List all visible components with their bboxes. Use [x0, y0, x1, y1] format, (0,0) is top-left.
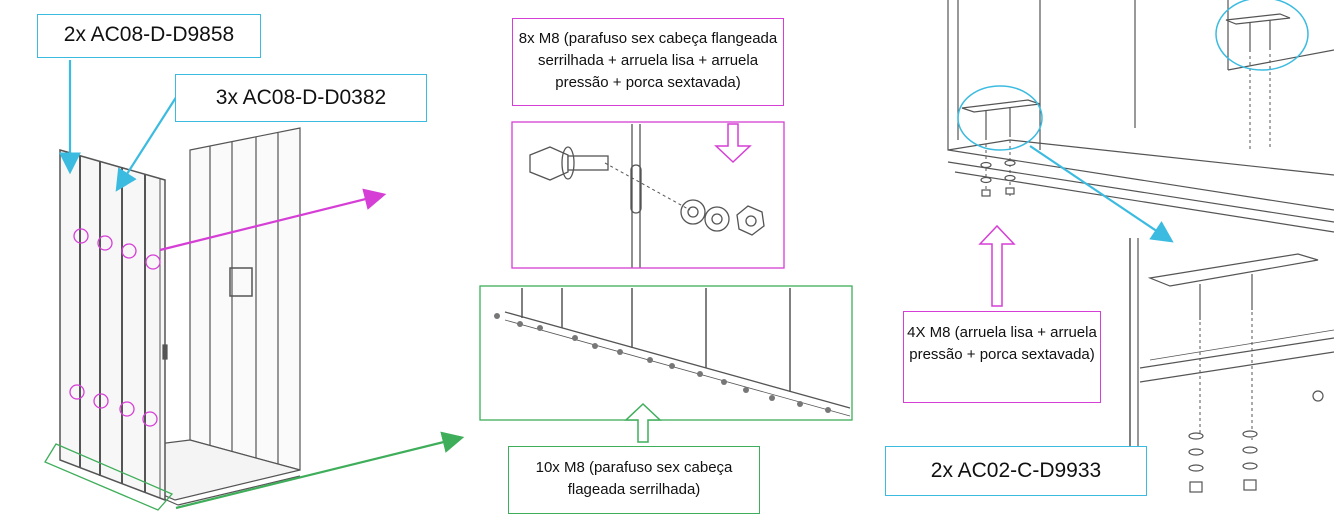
label-bracket: 2x AC02-C-D9933 [885, 446, 1147, 496]
bracket-highlight-right [1215, 0, 1309, 71]
label-bolts-bottom: 10x M8 (parafuso sex cabeça flageada ser… [508, 446, 760, 514]
base-highlight [44, 443, 174, 511]
label-nuts-right: 4X M8 (arruela lisa + arruela pressão + … [903, 311, 1101, 403]
bolt-detail-frame [511, 121, 785, 269]
down-arrow-magenta [714, 123, 752, 164]
label-arrows-left [59, 60, 465, 510]
base-bracket-drawing [947, 0, 1334, 233]
label-panel-d0382: 3x AC08-D-D0382 [175, 74, 427, 122]
bracket-highlight-left [957, 85, 1043, 151]
label-panel-d9858: 2x AC08-D-D9858 [37, 14, 261, 58]
bracket-zoom-drawing [1129, 238, 1334, 493]
cabinet-drawing [59, 127, 301, 506]
bottom-bolts-drawing [494, 288, 851, 417]
bolt-detail-drawing [529, 124, 765, 268]
up-arrow-magenta [978, 224, 1016, 307]
up-arrow-green [624, 402, 662, 443]
bolt-highlight-circles [69, 228, 161, 427]
bracket-zoom-arrow [1029, 145, 1174, 243]
bottom-bolts-frame [479, 285, 853, 421]
label-bolts-top: 8x M8 (parafuso sex cabeça flangeada ser… [512, 18, 784, 106]
